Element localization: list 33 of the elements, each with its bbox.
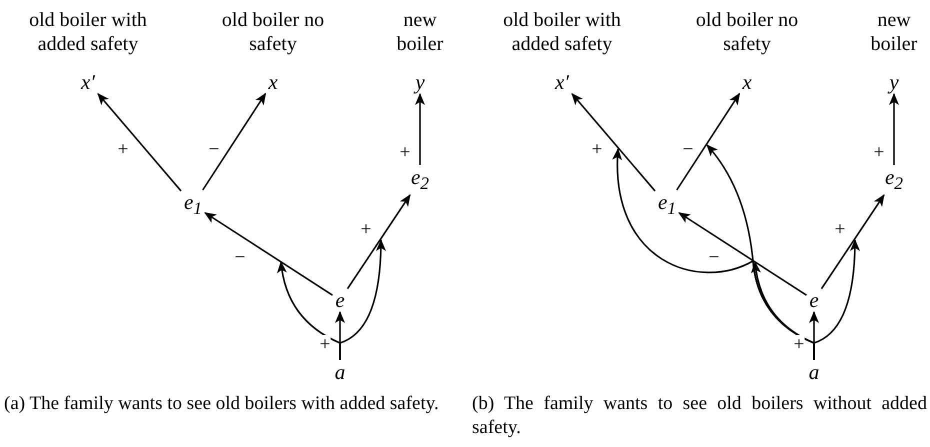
variable-label: y: [412, 70, 428, 94]
arrow: [202, 92, 266, 190]
category-label: old boiler no safety: [694, 8, 800, 56]
variable-label: e$_{2}$: [882, 164, 906, 196]
arrow: [571, 92, 656, 192]
variable-label: a: [332, 360, 348, 384]
variable-label: x′: [78, 70, 98, 94]
arrow: [97, 92, 182, 192]
arrow: [346, 194, 411, 290]
category-label: old boiler with added safety: [28, 8, 148, 56]
caption: (b) The family wants to see old boilers without added safety.: [472, 392, 927, 440]
arrow: [339, 239, 386, 360]
variable-label: x′: [552, 70, 572, 94]
variable-label: e$_{2}$: [408, 164, 432, 196]
arrow: [678, 212, 807, 296]
category-label: new boiler: [870, 8, 918, 56]
category-label: new boiler: [396, 8, 444, 56]
variable-label: y: [886, 70, 902, 94]
arrow: [204, 212, 333, 296]
variable-label: a: [806, 360, 822, 384]
arrow: [676, 92, 740, 190]
variable-label: x: [739, 70, 755, 94]
category-label: old boiler no safety: [220, 8, 326, 56]
arrow: [820, 194, 885, 290]
category-label: old boiler with added safety: [502, 8, 622, 56]
variable-label: e: [806, 288, 822, 312]
caption: (a) The family wants to see old boilers with added safety.: [4, 392, 440, 416]
variable-label: x: [265, 70, 281, 94]
variable-label: e$_{1}$: [654, 190, 680, 220]
variable-label: e: [332, 288, 348, 312]
arrow: [415, 93, 425, 165]
variable-label: e$_{1}$: [180, 190, 206, 220]
arrow: [889, 93, 899, 165]
